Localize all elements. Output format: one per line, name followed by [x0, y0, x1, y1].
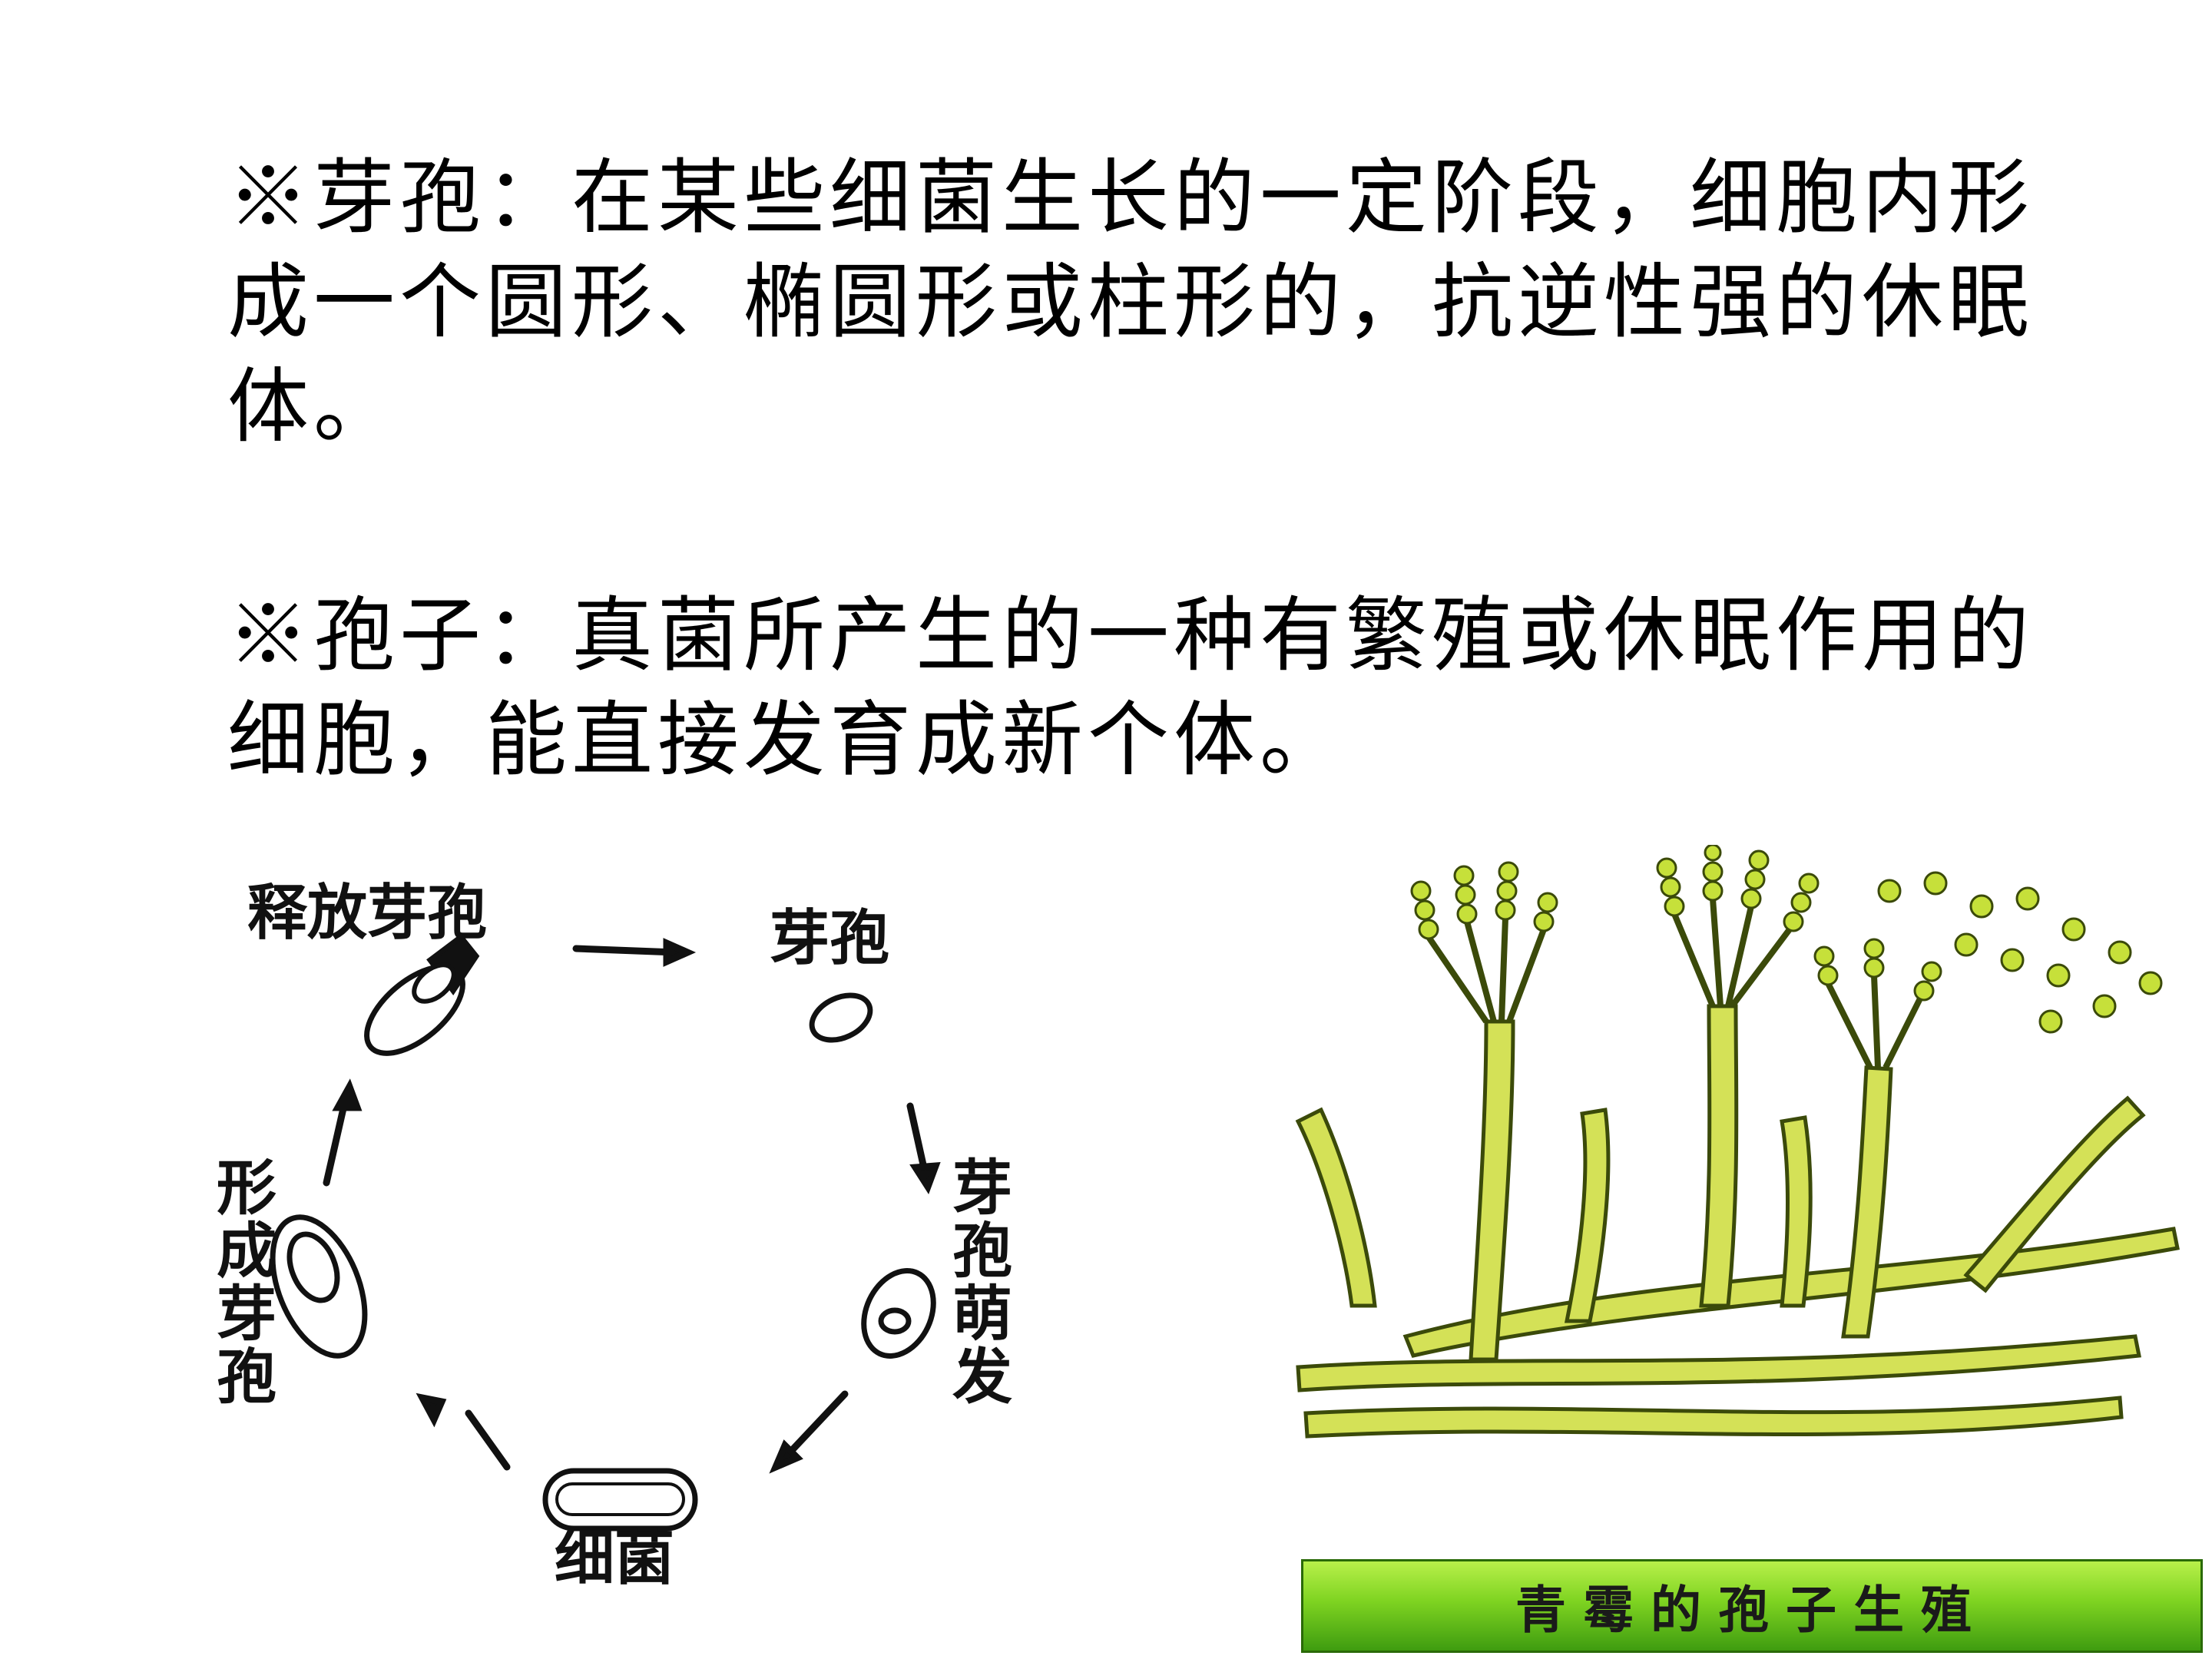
conidiophore-2 [1699, 1004, 1739, 1308]
germinating-spore [861, 1268, 936, 1359]
released-spore-cell [364, 933, 480, 1056]
label-spore: 芽孢 [770, 904, 890, 973]
caption-banner: 青霉的孢子生殖 [1301, 1559, 2203, 1653]
endospore-cycle-diagram [270, 933, 941, 1532]
free-spore [809, 992, 873, 1043]
arrow-top [572, 945, 680, 956]
hypha-branch-4 [1780, 1115, 1813, 1308]
endospore-definition: ※芽孢：在某些细菌生长的一定阶段，细胞内形成一个圆形、椭圆形或柱形的，抗逆性强的… [227, 151, 2034, 454]
hypha-ground-1 [1296, 1334, 2141, 1392]
conidiophore-1 [1469, 1019, 1515, 1362]
spore-definition: ※孢子：真菌所产生的一种有繁殖或休眠作用的细胞，能直接发育成新个体。 [227, 588, 2034, 787]
hypha-branch-1 [1295, 1107, 1377, 1308]
caption-text: 青霉的孢子生殖 [1515, 1580, 1988, 1640]
hypha-branch-3 [1963, 1095, 2146, 1293]
arrow-bottom-right [780, 1390, 849, 1463]
bacterium-cell [542, 1468, 698, 1532]
arrow-left-up [323, 1094, 349, 1187]
label-form-spore: 形成芽孢 [207, 1156, 276, 1408]
cell-forming-spore [270, 1214, 368, 1359]
label-release-spore: 释放芽孢 [247, 879, 488, 948]
penicillus-1 [1426, 917, 1547, 1024]
arrow-bottom-left [465, 1409, 511, 1471]
penicillus-3 [1825, 975, 1923, 1069]
label-spore-germination: 芽孢萌发 [942, 1156, 1012, 1408]
conidiophore-3 [1841, 1065, 1893, 1339]
hypha-branch-2 [1564, 1108, 1611, 1323]
penicillus-2 [1671, 898, 1793, 1008]
conidia-cluster [1410, 845, 2163, 1034]
penicillium-illustration [1295, 845, 2180, 1439]
hypha-ground-2 [1303, 1396, 2124, 1439]
label-bacterium: 细菌 [555, 1524, 675, 1593]
